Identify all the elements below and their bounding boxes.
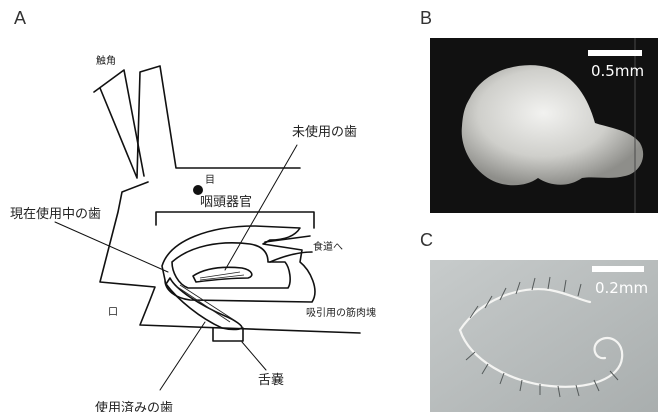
inner-chamber (172, 243, 290, 288)
label-tentacle: 触角 (96, 54, 116, 67)
label-used-teeth: 使用済みの歯 (95, 400, 173, 412)
panel-c-letter: C (420, 230, 433, 251)
label-mouth: 口 (108, 307, 118, 318)
label-tongue-sac: 舌嚢 (258, 372, 284, 388)
label-eye: 目 (205, 175, 215, 186)
pharynx-outline (162, 226, 315, 302)
scale-label-b: 0.5mm (591, 62, 644, 80)
label-suction-muscle: 吸引用の筋肉塊 (306, 306, 376, 319)
scale-bar-c (592, 266, 644, 272)
tentacle-left (94, 70, 144, 176)
scale-bar-b (588, 50, 642, 56)
leader-used (160, 322, 205, 390)
scale-label-c: 0.2mm (595, 279, 648, 297)
eye-dot (193, 185, 203, 195)
leader-current (55, 222, 168, 272)
label-current-tooth: 現在使用中の歯 (10, 206, 101, 222)
pharynx-bracket (156, 212, 314, 228)
leader-sac (242, 342, 266, 370)
label-to-esophagus: 食道へ (313, 240, 343, 253)
label-unused-teeth: 未使用の歯 (292, 124, 357, 140)
anatomy-diagram: 触角 目 咽頭器官 未使用の歯 現在使用中の歯 食道へ 口 吸引用の筋肉塊 舌嚢… (0, 0, 420, 412)
esophagus-lower (270, 252, 312, 262)
radula-lower (166, 278, 242, 330)
label-pharynx: 咽頭器官 (200, 194, 252, 210)
panel-b-letter: B (420, 8, 432, 29)
